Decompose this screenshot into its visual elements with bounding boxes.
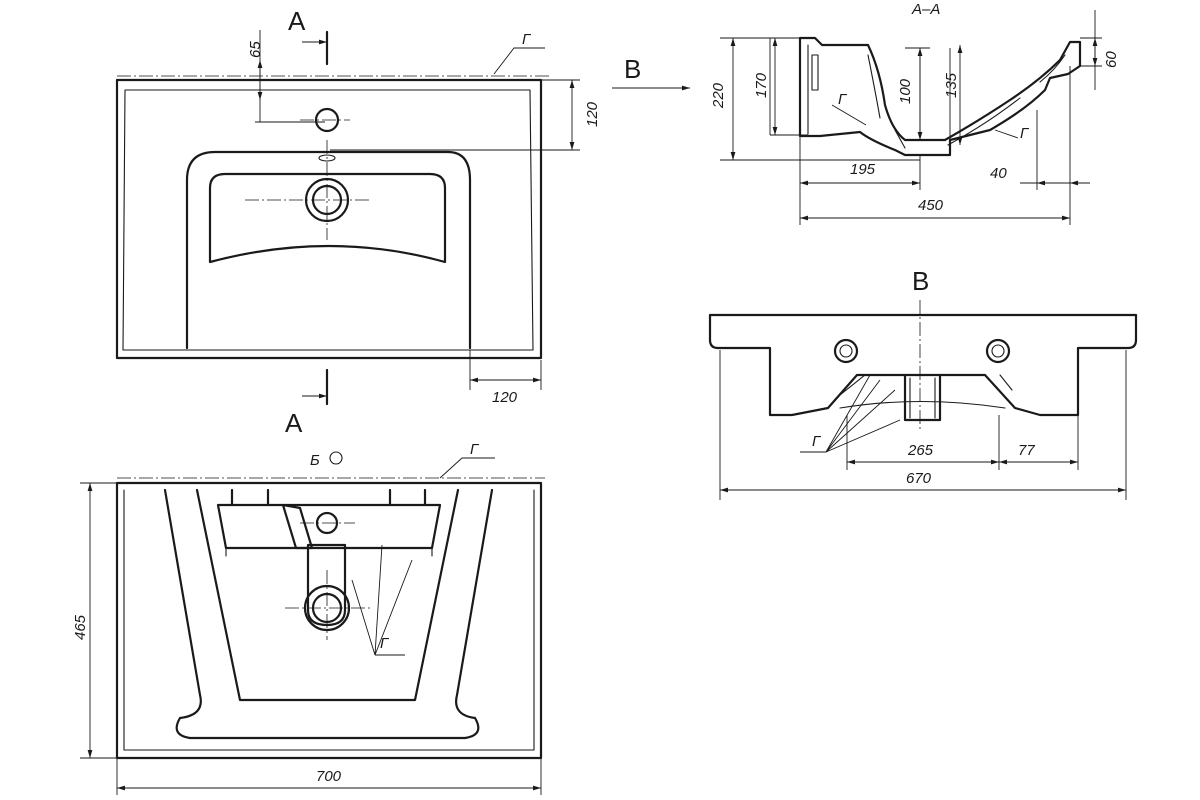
callout-g-aa-right: Г — [1020, 125, 1030, 142]
section-a-label-bottom: A — [285, 408, 303, 438]
dim-170: 170 — [753, 72, 770, 98]
bottom-plan-dimensions: 465 700 Г — [72, 482, 542, 795]
bottom-plan-view: Б Г — [115, 441, 545, 760]
callout-g-bottom: Г — [470, 441, 480, 458]
dim-120-right: 120 — [584, 101, 601, 127]
dim-450: 450 — [918, 197, 944, 214]
dim-100: 100 — [897, 78, 914, 104]
view-b-arrow-label: B — [624, 54, 641, 84]
section-aa-dimensions: 220 170 100 135 60 195 40 450 Г Г — [710, 10, 1120, 225]
detail-b-marker — [329, 451, 343, 465]
top-plan-view — [115, 75, 550, 360]
dim-65: 65 — [247, 41, 264, 58]
view-b-arrow: B — [612, 54, 690, 91]
view-b-title: B — [912, 266, 929, 296]
detail-b-label: Б — [310, 452, 320, 469]
view-b: B — [708, 266, 1138, 430]
dim-135: 135 — [943, 72, 960, 98]
callout-g-bottom-inner: Г — [380, 635, 390, 652]
dim-77: 77 — [1018, 442, 1035, 459]
section-aa-title: A–A — [911, 1, 940, 18]
dim-670: 670 — [906, 470, 932, 487]
dim-700: 700 — [316, 768, 342, 785]
dim-265: 265 — [907, 442, 934, 459]
dim-120-bottom: 120 — [492, 389, 518, 406]
view-b-dimensions: 265 77 670 Г — [719, 350, 1127, 500]
section-aa-view: A–A — [798, 1, 1082, 157]
callout-g-aa-left: Г — [838, 91, 848, 108]
callout-g-view-b: Г — [812, 433, 822, 450]
section-a-label-top: A — [288, 6, 306, 36]
dim-40: 40 — [990, 165, 1007, 182]
dim-465: 465 — [72, 614, 89, 640]
dim-60: 60 — [1103, 51, 1120, 68]
callout-g-top: Г — [522, 31, 532, 48]
dim-195: 195 — [850, 161, 876, 178]
section-a-marks: A A — [285, 6, 329, 438]
top-plan-dimensions: 65 120 120 Г — [247, 30, 601, 406]
dim-220: 220 — [710, 82, 727, 109]
